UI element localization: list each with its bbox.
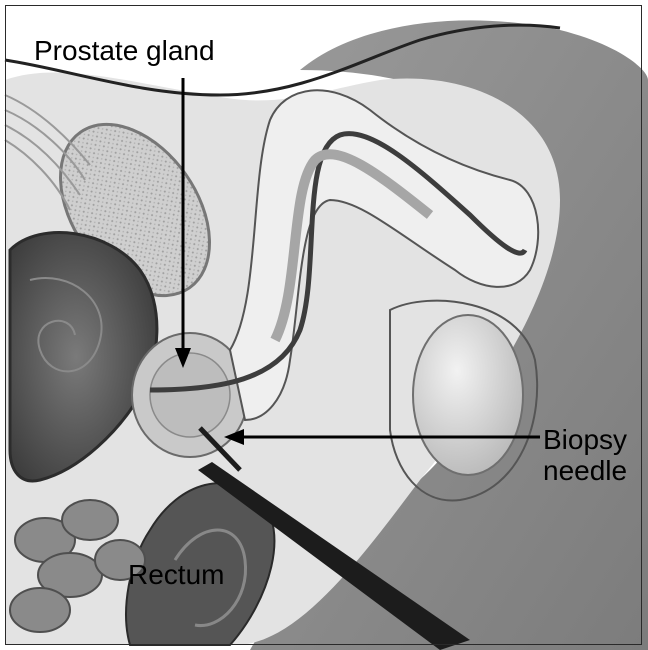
testis — [413, 315, 523, 475]
rectum-label: Rectum — [128, 560, 224, 591]
biopsy-label-line1: Biopsy — [543, 425, 627, 456]
prostate-gland-label: Prostate gland — [34, 36, 215, 67]
biopsy-label-line2: needle — [543, 456, 627, 487]
biopsy-needle-label: Biopsy needle — [543, 425, 627, 487]
prostate-inner — [150, 353, 230, 437]
